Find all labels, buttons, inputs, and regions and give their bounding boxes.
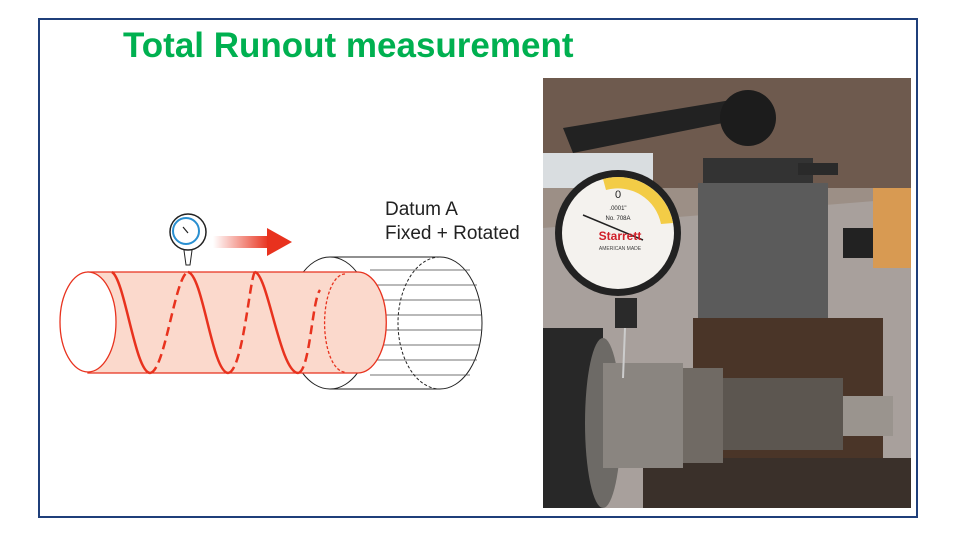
slide-frame	[38, 18, 918, 518]
datum-condition: Fixed + Rotated	[385, 223, 520, 244]
runout-setup-photo: 0 .0001" No. 708A Starrett AMERICAN MADE	[543, 78, 911, 508]
dial-model: No. 708A	[605, 216, 630, 222]
direction-arrow-icon	[213, 228, 292, 256]
datum-label: Datum A Fixed + Rotated	[385, 198, 520, 246]
svg-text:0: 0	[615, 189, 621, 201]
dial-origin: AMERICAN MADE	[599, 246, 642, 252]
runout-spiral	[111, 270, 299, 375]
datum-name: Datum A	[385, 199, 458, 220]
dial-units: .0001"	[609, 206, 626, 212]
slide-title: Total Runout measurement	[123, 26, 574, 65]
dial-indicator-icon	[169, 213, 207, 266]
runout-spiral-hidden	[149, 270, 322, 375]
dial-logo: Starrett	[599, 229, 642, 243]
part-cylinder	[59, 270, 387, 375]
